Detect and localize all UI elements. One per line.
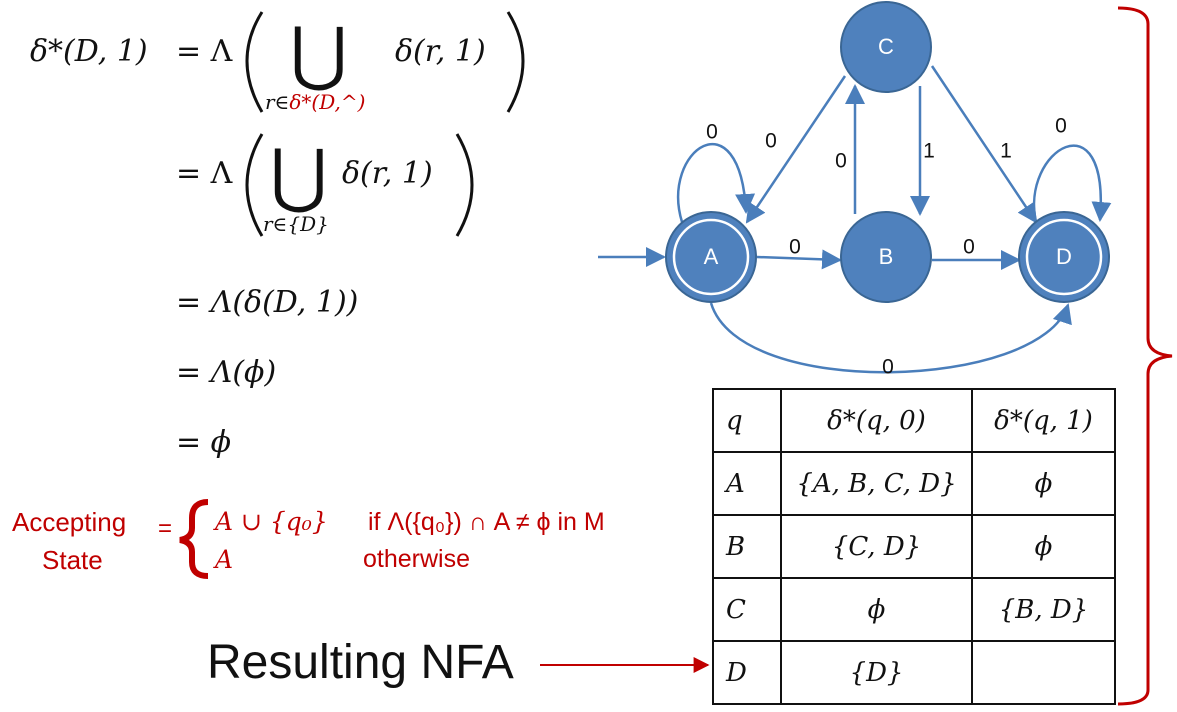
state-label: A [704,244,719,269]
right-brace [1117,6,1173,706]
edge-label: 0 [963,236,975,259]
state-label: D [1056,244,1072,269]
table-cell: {B, D} [971,577,1116,642]
edge-label: 1 [923,140,935,163]
state-circle [665,211,757,303]
edge-label: 0 [706,121,718,144]
edge-a-to-d [709,302,1072,374]
edge-label: 0 [765,130,777,153]
derivation-line1-term: δ(r, 1) [395,34,486,69]
edge-d-to-d [1033,144,1112,223]
derivation-line1-sub: r∈δ*(D,^) [265,90,365,114]
derivation-line2-sub: r∈{D} [263,212,329,236]
accepting-case1-cond: if Λ({q₀}) ∩ A ≠ ϕ in M [368,508,605,536]
table-cell: {D} [780,640,973,705]
accepting-case1-expr: A ∪ {q₀} [215,507,328,536]
table-cell: B [712,514,782,579]
edge-label: 0 [789,236,801,259]
paren-right-1 [506,11,525,113]
table-header-row: q δ*(q, 0) δ*(q, 1) [712,388,1116,453]
union-symbol-1: ⋃ [290,12,348,94]
table-row: C ϕ {B, D} [712,577,1116,642]
edge-label: 0 [1055,115,1067,138]
table-cell: D [712,640,782,705]
derivation-line1-sub-prefix: r∈ [265,90,290,114]
state-node-a: A [665,211,757,303]
table-header-delta0: δ*(q, 0) [780,388,973,453]
paren-left-2 [245,133,264,237]
derivation-line1-lhs: δ*(D, 1) [30,34,148,69]
accepting-ring [1025,218,1103,296]
edge-label: 0 [882,356,894,379]
edge-a-to-a [676,143,756,223]
state-circle [840,211,932,303]
edge-a-to-b [756,249,842,270]
accepting-label-line1: Accepting [12,507,127,537]
state-circle [1018,211,1110,303]
table-cell: A [712,451,782,516]
accepting-case2-expr: A [215,545,234,574]
edge-label: 0 [835,150,847,173]
edge-c-to-d [930,65,1038,224]
derivation-line3: = Λ(δ(D, 1)) [176,285,359,320]
derivation-line5: = ϕ [176,425,232,460]
paren-right-2 [455,133,474,237]
accepting-brace [179,499,209,579]
accepting-label-line2: State [42,545,103,575]
accepting-equals: = [158,515,173,542]
table-row: D {D} [712,640,1116,705]
state-node-c: C [840,1,932,93]
table-row: B {C, D} ϕ [712,514,1116,579]
derivation-line2-term: δ(r, 1) [342,156,433,191]
table-cell: ϕ [971,451,1116,516]
transition-table: q δ*(q, 0) δ*(q, 1) A {A, B, C, D} ϕ B {… [712,388,1116,705]
table-cell: ϕ [780,577,973,642]
derivation-line2-eq: = Λ [176,156,233,191]
table-cell: {C, D} [780,514,973,579]
accepting-ring [672,218,750,296]
table-cell [971,640,1116,705]
accepting-case2-cond: otherwise [363,545,470,573]
table-cell: {A, B, C, D} [780,451,973,516]
table-cell: ϕ [971,514,1116,579]
table-header-q: q [712,388,782,453]
state-node-d: D [1018,211,1110,303]
table-row: A {A, B, C, D} ϕ [712,451,1116,516]
union-symbol-2: ⋃ [270,134,328,216]
derivation-line1-eq: = Λ [176,34,233,69]
state-label: B [879,244,894,269]
table-header-delta1: δ*(q, 1) [971,388,1116,453]
resulting-nfa-label: Resulting NFA [207,636,514,689]
derivation-line4: = Λ(ϕ) [176,355,277,390]
state-label: C [878,34,894,59]
edge-c-to-a [745,75,847,224]
derivation-line1-sub-red: δ*(D,^) [289,90,366,114]
state-circle [840,1,932,93]
state-node-b: B [840,211,932,303]
paren-left-1 [245,11,264,113]
edge-label: 1 [1000,140,1012,163]
table-cell: C [712,577,782,642]
